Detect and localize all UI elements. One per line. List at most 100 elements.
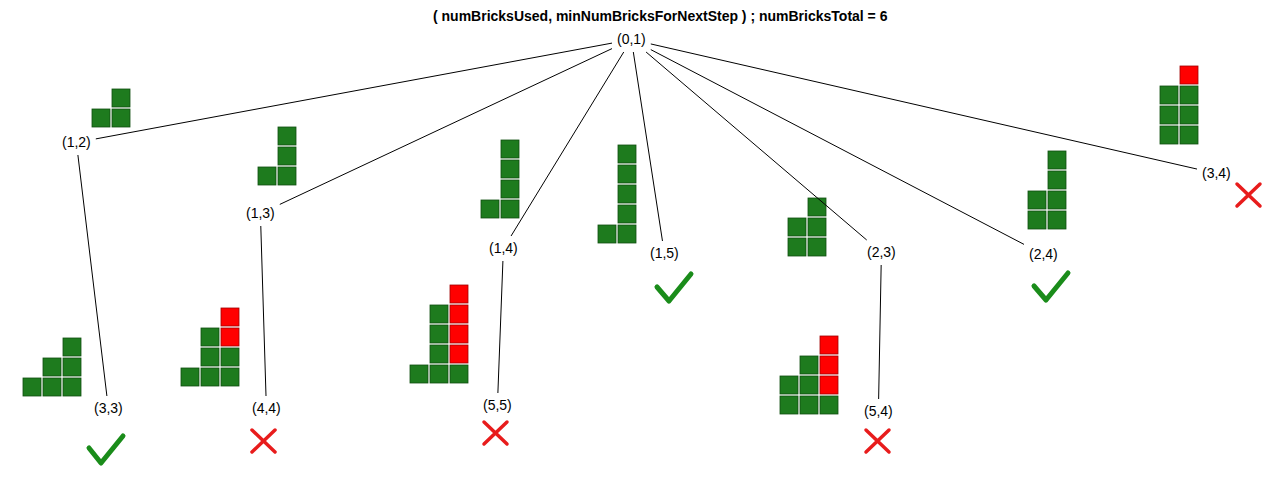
green-brick [618, 205, 636, 223]
diagram-title: ( numBricksUsed, minNumBricksForNextStep… [433, 8, 887, 24]
green-brick [201, 368, 219, 386]
green-brick [780, 396, 798, 414]
tree-edge [261, 226, 266, 396]
red-brick [450, 305, 468, 323]
red-brick [1180, 66, 1198, 84]
cross-mark [866, 430, 889, 452]
red-brick [221, 308, 239, 326]
green-brick [278, 147, 296, 165]
green-brick [808, 238, 826, 256]
state-node: (1,4) [486, 238, 521, 259]
green-brick [481, 200, 499, 218]
state-label: (3,3) [94, 400, 123, 416]
green-brick [1180, 106, 1198, 124]
green-brick [410, 365, 428, 383]
check-mark [657, 274, 691, 301]
state-node: (1,3) [243, 203, 278, 224]
green-brick [92, 109, 110, 127]
state-node: (4,4) [249, 398, 284, 419]
green-brick [1028, 211, 1046, 229]
green-brick [1160, 106, 1178, 124]
green-brick [430, 365, 448, 383]
tree-edge [651, 44, 1197, 169]
cross-marks [252, 184, 1260, 452]
state-node: (2,3) [864, 242, 899, 263]
green-brick [112, 89, 130, 107]
green-brick [63, 378, 81, 396]
tree-edge [646, 52, 867, 240]
green-brick [278, 167, 296, 185]
tree-edge [498, 261, 503, 393]
green-brick [618, 185, 636, 203]
tree-edge [511, 52, 624, 236]
check-marks [89, 273, 1068, 463]
red-brick [450, 345, 468, 363]
tree-edge [651, 50, 1024, 245]
green-brick [618, 225, 636, 243]
state-label: (5,4) [864, 403, 893, 419]
state-label: (1,4) [489, 240, 518, 256]
green-brick [450, 365, 468, 383]
state-label: (1,2) [62, 134, 91, 150]
green-brick [63, 338, 81, 356]
green-brick [221, 348, 239, 366]
red-brick [820, 376, 838, 394]
green-brick [43, 378, 61, 396]
green-brick [501, 180, 519, 198]
red-brick [820, 336, 838, 354]
green-brick [23, 378, 41, 396]
green-brick [430, 345, 448, 363]
green-brick [800, 356, 818, 374]
green-brick [43, 358, 61, 376]
green-brick [598, 225, 616, 243]
tree-edge [633, 52, 662, 241]
red-brick [450, 285, 468, 303]
green-brick [1048, 171, 1066, 189]
green-brick [1180, 86, 1198, 104]
green-brick [258, 167, 276, 185]
green-brick [788, 238, 806, 256]
tree-edge [78, 155, 107, 396]
green-brick [430, 305, 448, 323]
state-node: (0,1) [614, 29, 649, 50]
state-label: (2,4) [1029, 246, 1058, 262]
green-brick [1028, 191, 1046, 209]
green-brick [808, 198, 826, 216]
tree-edge [96, 43, 612, 139]
green-brick [808, 218, 826, 236]
state-label: (3,4) [1202, 165, 1231, 181]
green-brick [430, 325, 448, 343]
cross-mark [484, 422, 507, 444]
green-brick [501, 160, 519, 178]
check-mark [1034, 273, 1068, 300]
brick-stacks [23, 66, 1198, 414]
red-brick [221, 328, 239, 346]
state-label: (5,5) [483, 397, 512, 413]
green-brick [820, 396, 838, 414]
state-node: (5,5) [480, 395, 515, 416]
green-brick [501, 140, 519, 158]
cross-mark [1237, 184, 1260, 206]
green-brick [1160, 126, 1178, 144]
green-brick [1048, 211, 1066, 229]
red-brick [820, 356, 838, 374]
tree-edge [280, 49, 612, 205]
state-label: (1,5) [650, 245, 679, 261]
green-brick [181, 368, 199, 386]
green-brick [63, 358, 81, 376]
check-mark [89, 436, 123, 463]
green-brick [800, 396, 818, 414]
green-brick [1180, 126, 1198, 144]
state-node: (3,3) [91, 398, 126, 419]
green-brick [1048, 151, 1066, 169]
state-node: (2,4) [1026, 244, 1061, 265]
green-brick [1048, 191, 1066, 209]
green-brick [780, 376, 798, 394]
cross-mark [252, 430, 275, 452]
green-brick [1160, 86, 1178, 104]
state-label: (4,4) [252, 400, 281, 416]
state-node: (1,2) [59, 132, 94, 153]
tree-edge [879, 265, 882, 399]
